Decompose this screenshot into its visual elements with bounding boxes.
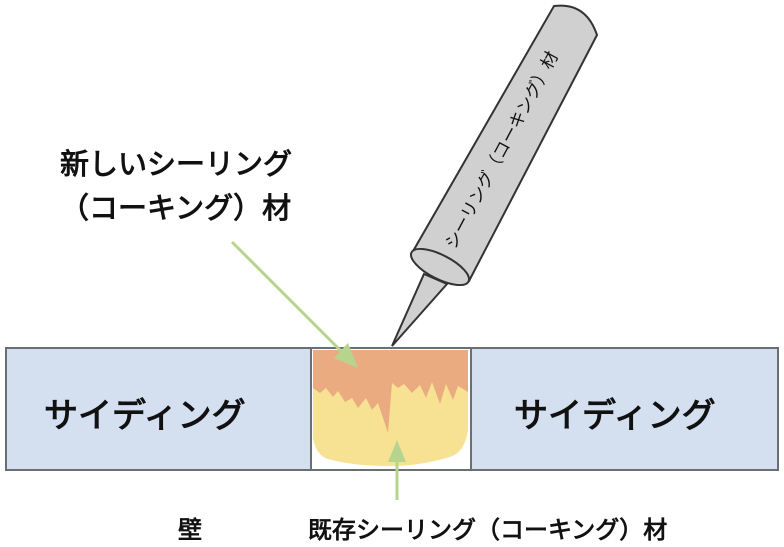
new-sealant-label-line1: 新しいシーリング (60, 147, 293, 181)
new-sealant-arrow-head (334, 343, 358, 368)
caulk-gun-cap (409, 247, 471, 287)
existing-sealant-label: 既存シーリング（コーキング）材 (308, 516, 668, 544)
new-sealant-arrow-line (230, 240, 350, 360)
existing-sealant-arrow-head (388, 440, 406, 462)
siding-right-panel (470, 347, 779, 471)
new-sealant-label: 新しいシーリング （コーキング）材 (60, 142, 292, 230)
siding-left-panel (5, 347, 312, 471)
new-sealant-label-line2: （コーキング）材 (60, 191, 292, 225)
siding-left-label: サイディング (44, 396, 246, 436)
wall-label: 壁 (178, 516, 202, 544)
existing-sealant (313, 380, 468, 466)
caulk-gun-label: シーリング（コーキング）材 (442, 48, 563, 252)
siding-right-label: サイディング (514, 396, 716, 436)
new-sealant (313, 350, 468, 433)
caulk-gun-nozzle (391, 272, 449, 347)
caulk-gun-body (410, 4, 599, 283)
caulk-gun: シーリング（コーキング）材 (391, 4, 599, 347)
